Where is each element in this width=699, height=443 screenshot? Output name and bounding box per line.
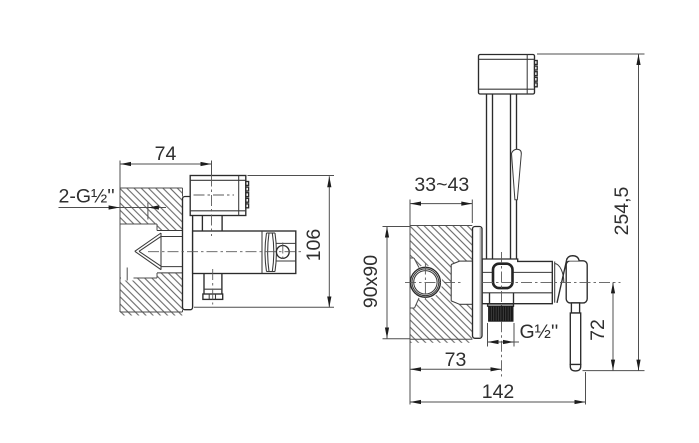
front-view: 33~43 90x90 254,5 72 — [360, 53, 645, 405]
lever-tip — [569, 363, 582, 372]
dim-label-73: 73 — [445, 349, 467, 371]
dim-label-90x90: 90x90 — [360, 255, 382, 308]
dimension-254-5: 254,5 — [537, 53, 645, 372]
outlet-aerator — [486, 292, 515, 322]
lever-shaft — [569, 312, 582, 366]
dim-label-106: 106 — [303, 229, 325, 262]
lever-dome — [565, 255, 580, 261]
cone-filter-inner — [138, 235, 162, 267]
dimension-74: 74 — [120, 143, 212, 176]
wand-holder-socket — [491, 262, 514, 290]
valve-tail-section — [121, 229, 183, 281]
cone-filter-outline — [134, 232, 162, 271]
dim-label-142: 142 — [482, 381, 515, 403]
spray-trigger — [510, 148, 522, 201]
hand-shower-head — [477, 53, 538, 95]
dimension-72: 72 — [587, 282, 616, 371]
lever-assembly — [554, 255, 588, 372]
valve-body-side — [191, 230, 297, 275]
dimension-thread-2xg12: 2-G½'' — [58, 186, 166, 220]
side-view: 74 2-G½'' 106 — [58, 143, 334, 316]
shower-wand — [485, 94, 522, 264]
dim-label-72: 72 — [587, 319, 609, 341]
spray-face-serration — [245, 180, 250, 209]
lever-neck — [570, 302, 581, 314]
shower-face-serration — [533, 59, 538, 88]
valve-body-front — [481, 258, 553, 305]
lever-hub — [565, 260, 588, 304]
dim-label-254-5: 254,5 — [611, 186, 633, 235]
dim-label-74: 74 — [155, 143, 177, 165]
aerator-knurl — [488, 305, 514, 322]
dimension-142: 142 — [410, 372, 586, 405]
dim-label-g12: G½'' — [520, 321, 559, 343]
dim-label-2-g12: 2-G½'' — [59, 186, 115, 208]
dimension-73: 73 — [410, 349, 502, 372]
dimension-106: 106 — [194, 175, 334, 308]
dimension-90x90: 90x90 — [360, 226, 410, 340]
dimension-33-43: 33~43 — [410, 174, 473, 223]
dimension-g12: G½'' — [487, 321, 559, 347]
escutcheon-front — [471, 225, 483, 339]
top-outlet-block-side — [189, 174, 250, 231]
dim-label-33-43: 33~43 — [414, 174, 469, 196]
